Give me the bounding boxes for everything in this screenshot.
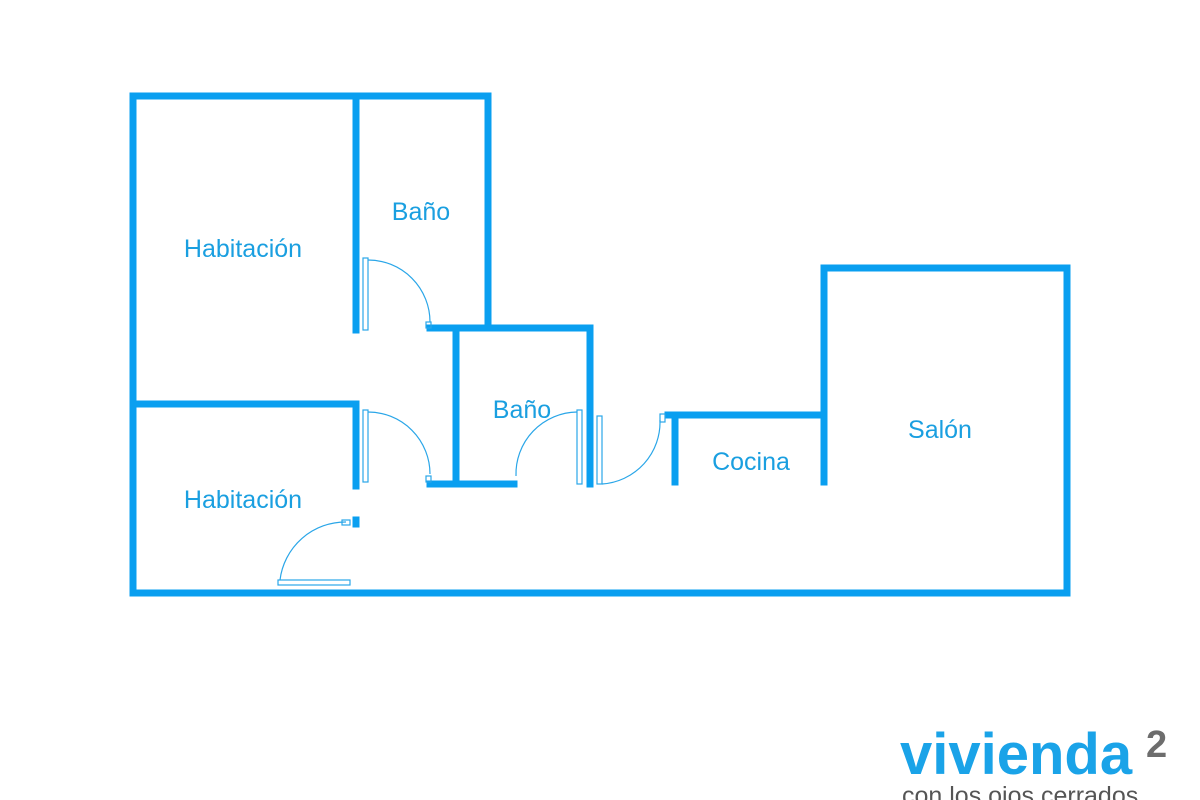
door-bano-2	[515, 409, 583, 485]
brand-name: vivienda	[900, 722, 1133, 787]
brand-tagline: con los ojos cerrados	[902, 782, 1139, 800]
walls	[129, 92, 1071, 597]
doors	[277, 257, 666, 586]
room-label-bano-2: Baño	[493, 396, 551, 424]
room-label-salon: Salón	[908, 416, 972, 444]
room-labels: Habitación Baño Baño Habitación Cocina S…	[184, 198, 972, 514]
room-label-habitacion-1: Habitación	[184, 235, 302, 263]
room-label-cocina: Cocina	[712, 448, 790, 476]
door-bano-1	[362, 257, 432, 331]
door-cocina	[596, 413, 666, 485]
room-label-habitacion-2: Habitación	[184, 486, 302, 514]
room-label-bano-1: Baño	[392, 198, 450, 226]
door-habitacion-1	[362, 409, 432, 483]
brand-superscript: 2	[1146, 724, 1168, 766]
brand-logo: vivienda 2 con los ojos cerrados	[900, 722, 1200, 800]
door-habitacion-2	[277, 519, 351, 586]
